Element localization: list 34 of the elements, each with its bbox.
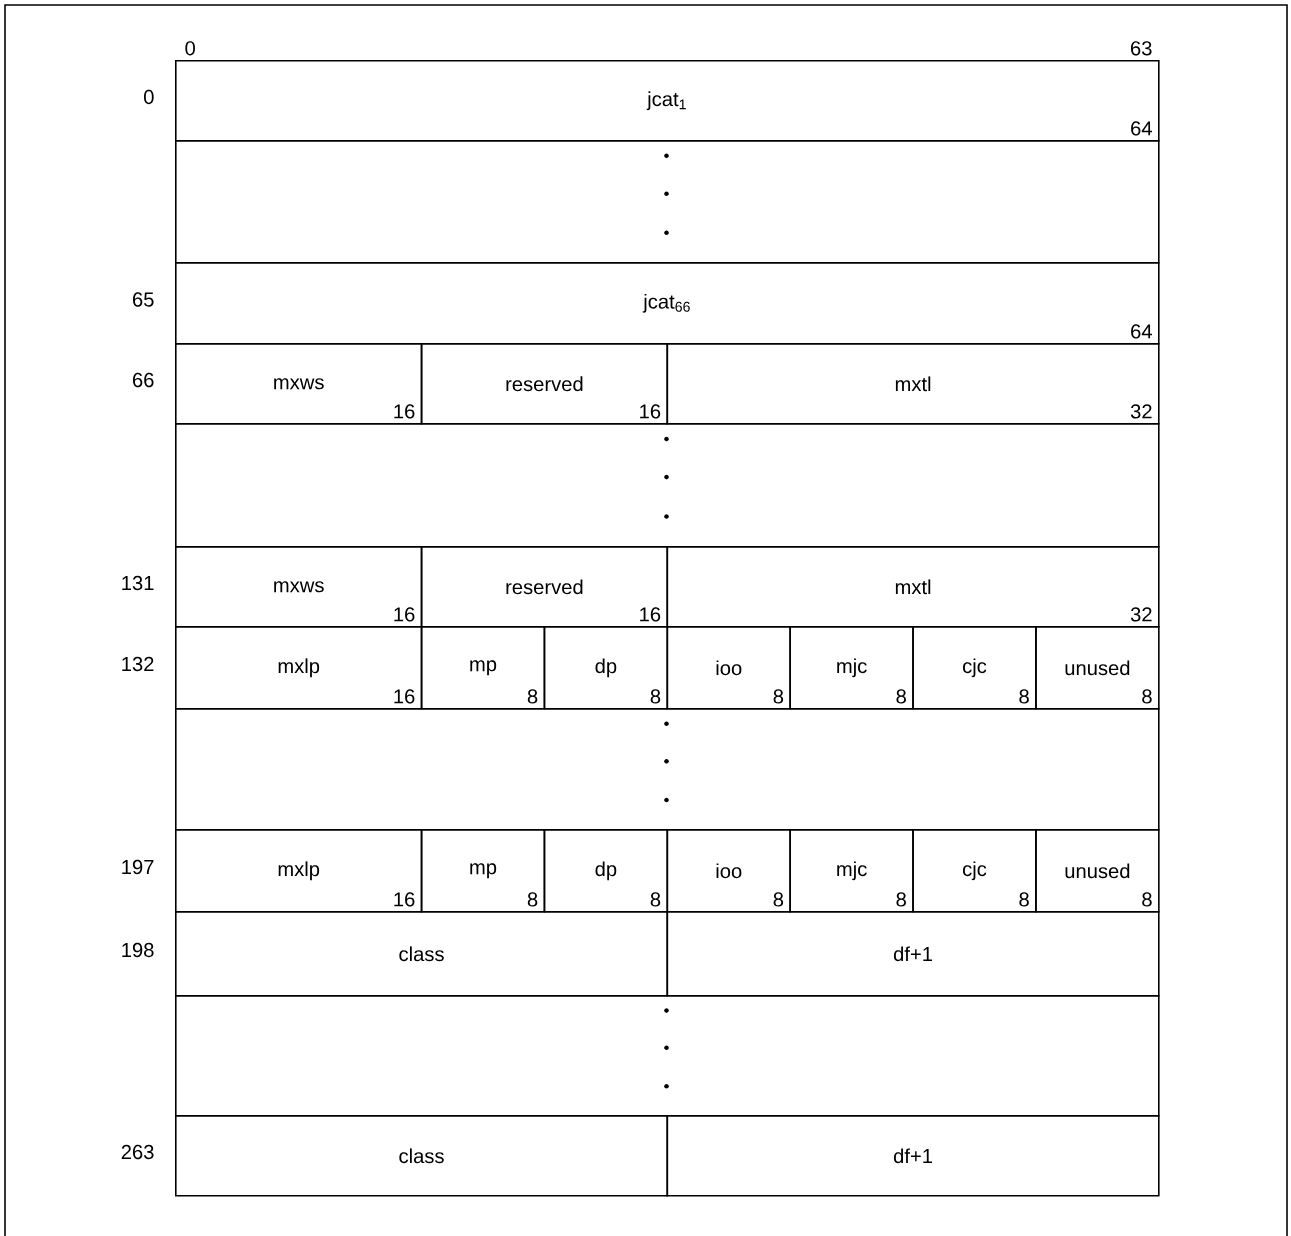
bit-width: 8 (527, 892, 538, 907)
word-offset: 65 (133, 292, 154, 307)
word-offset: 0 (144, 89, 154, 105)
word-offset: 198 (122, 942, 154, 958)
bit-width: 8 (650, 892, 661, 907)
bit-width: 64 (1131, 121, 1152, 136)
bit-width: 8 (1142, 689, 1152, 704)
field-box: df+1 (666, 911, 1160, 997)
bit-width: 64 (1131, 324, 1152, 339)
field-box: df+1 (666, 1115, 1160, 1197)
bit-width: 8 (1019, 689, 1029, 704)
bit-width: 16 (394, 607, 415, 622)
word-offset: 263 (121, 1144, 154, 1160)
word-offset: 132 (122, 656, 154, 672)
bit-width: 16 (640, 607, 661, 622)
bit-width: 8 (650, 689, 661, 704)
word-offset: 66 (133, 372, 154, 388)
field-box: class (175, 1115, 669, 1197)
field-box: class (175, 911, 669, 997)
bit-width: 16 (640, 404, 661, 419)
bit-width: 8 (527, 689, 538, 704)
bit-width: 16 (394, 404, 415, 419)
bit-width: 32 (1130, 607, 1152, 622)
bit-width: 8 (896, 689, 906, 704)
word-offset: 197 (122, 859, 154, 875)
bit-width: 32 (1130, 404, 1152, 419)
bit-width: 8 (1142, 892, 1152, 907)
bit-width: 16 (394, 689, 415, 704)
bit-width: 8 (896, 892, 906, 907)
bit-width: 8 (1019, 892, 1029, 907)
bit-width: 8 (773, 892, 784, 907)
bit-width: 16 (394, 892, 415, 907)
bit-width: 8 (773, 689, 784, 704)
word-offset: 131 (122, 575, 154, 591)
